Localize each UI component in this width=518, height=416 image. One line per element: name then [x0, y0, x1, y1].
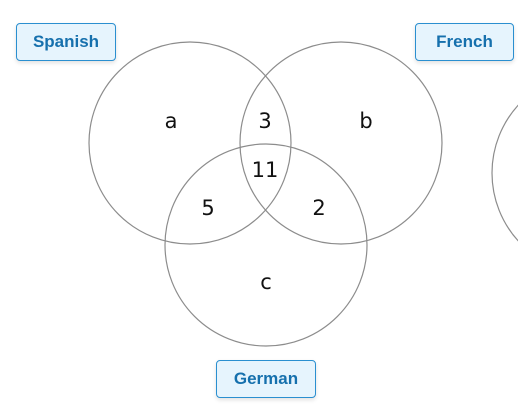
region-french-german: 2 — [312, 196, 325, 220]
german-label-tag[interactable]: German — [216, 360, 316, 398]
region-spanish-german: 5 — [201, 196, 214, 220]
spanish-circle — [88, 41, 292, 245]
region-french-only: b — [359, 109, 372, 133]
spanish-label-tag[interactable]: Spanish — [16, 23, 116, 61]
region-all-three: 11 — [252, 158, 279, 182]
partial-circle-right — [491, 104, 518, 242]
region-german-only: c — [260, 270, 272, 294]
region-spanish-only: a — [165, 109, 178, 133]
german-circle — [164, 143, 368, 347]
french-label-tag[interactable]: French — [415, 23, 514, 61]
french-circle — [239, 41, 443, 245]
region-spanish-french: 3 — [258, 109, 271, 133]
